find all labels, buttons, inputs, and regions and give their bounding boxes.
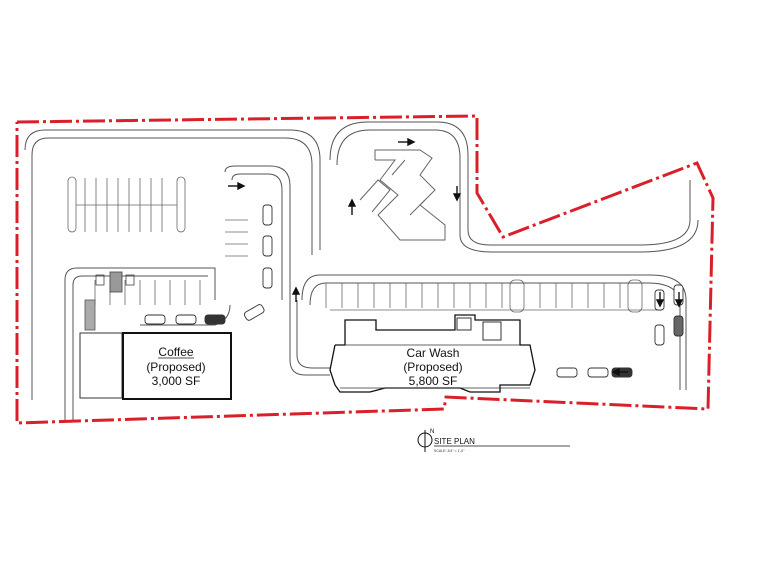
car-wash-name: Car Wash xyxy=(407,346,460,360)
parking-upper-left xyxy=(67,176,248,257)
coffee-status: (Proposed) xyxy=(146,360,205,374)
car-wash-area: 5,800 SF xyxy=(409,374,458,388)
direction-arrows xyxy=(228,137,684,377)
parking-row-carwash xyxy=(325,279,660,313)
car-wash-status: (Proposed) xyxy=(403,360,462,374)
coffee-footprint xyxy=(122,332,232,400)
north-label: N xyxy=(430,429,434,435)
coffee-building: Coffee (Proposed) 3,000 SF xyxy=(79,332,232,400)
car-wash-building: Car Wash (Proposed) 5,800 SF xyxy=(329,314,536,393)
property-boundary xyxy=(15,114,715,425)
site-plan-title-text: SITE PLAN xyxy=(434,437,475,446)
coffee-name: Coffee xyxy=(158,345,193,359)
coffee-area: 3,000 SF xyxy=(152,374,201,388)
site-plan-title: N SITE PLAN SCALE: 3/4" = 1'-0" xyxy=(417,429,570,453)
stacking-zigzag xyxy=(359,149,446,241)
parking-row-south xyxy=(84,271,201,331)
site-plan-scale: SCALE: 3/4" = 1'-0" xyxy=(434,449,465,453)
